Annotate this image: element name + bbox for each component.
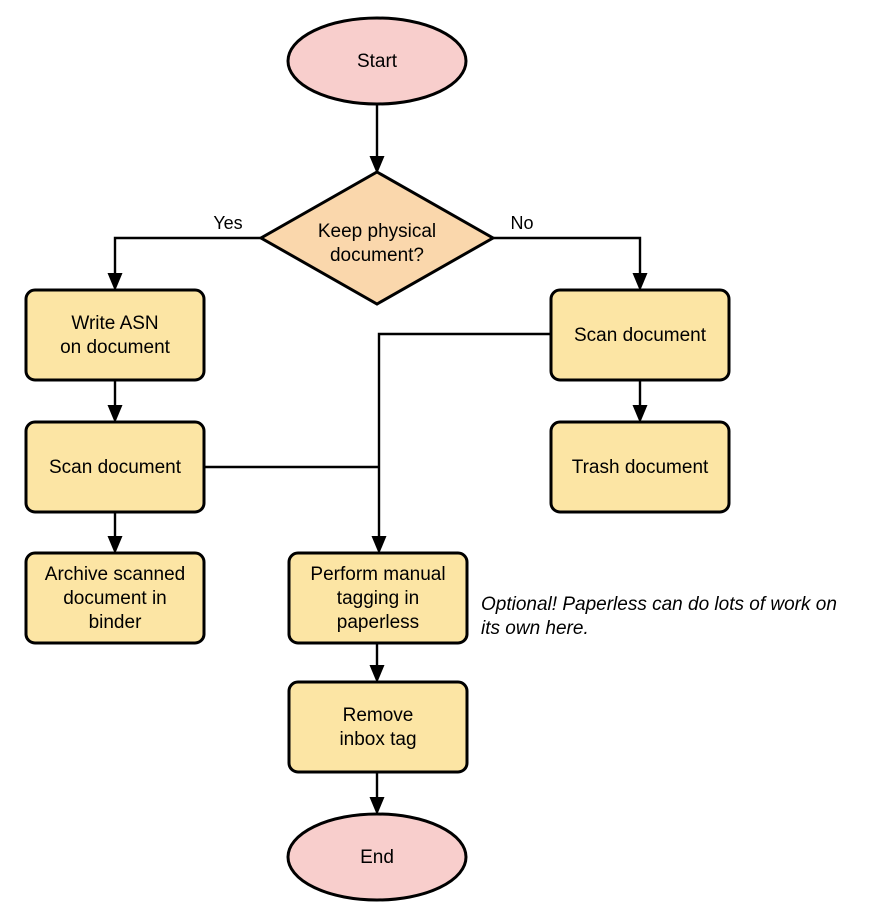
node-archive-binder-label-line3: binder [89,612,142,633]
node-write-asn-label-line1: Write ASN [71,313,158,334]
edge-scan-right-to-trash [632,380,648,423]
node-end[interactable]: End [286,812,468,902]
node-scan-document-left-label: Scan document [49,457,182,478]
node-archive-binder-label-line1: Archive scanned [45,564,185,585]
node-manual-tagging[interactable]: Perform manual tagging in paperless [287,551,469,645]
edge-tagging-to-remove-inbox [369,643,385,683]
node-keep-physical-document[interactable]: Keep physical document? [257,170,497,306]
node-start-shape[interactable] [286,16,468,106]
edge-label-no: No [510,213,533,233]
node-manual-tagging-label-line3: paperless [337,612,419,633]
node-keep-physical-document-label-line1: Keep physical [318,221,436,242]
node-scan-document-right[interactable]: Scan document [549,288,731,382]
node-manual-tagging-label-line2: tagging in [337,588,419,609]
edge-start-to-decision [369,104,385,174]
node-end-label: End [360,847,394,868]
node-archive-binder-label-line2: document in [63,588,167,609]
node-remove-inbox-tag[interactable]: Remove inbox tag [287,680,469,774]
node-trash-document-shape[interactable] [549,420,731,514]
edge-decision-yes-to-write-asn [107,236,261,291]
edge-scan-right-to-tagging [371,332,551,554]
node-manual-tagging-shape[interactable] [287,551,469,645]
node-keep-physical-document-shape[interactable] [257,170,497,306]
node-remove-inbox-tag-label-line2: inbox tag [339,729,416,750]
node-archive-binder[interactable]: Archive scanned document in binder [24,551,206,645]
node-end-shape[interactable] [286,812,468,902]
node-start[interactable]: Start [286,16,468,106]
node-trash-document-label: Trash document [572,457,709,478]
node-write-asn[interactable]: Write ASN on document [24,288,206,382]
node-remove-inbox-tag-shape[interactable] [287,680,469,774]
node-scan-document-left[interactable]: Scan document [24,420,206,514]
annotation-line-1: Optional! Paperless can do lots of work … [481,594,837,615]
node-manual-tagging-label-line1: Perform manual [310,564,445,585]
node-write-asn-label-line2: on document [60,337,171,358]
node-remove-inbox-tag-label-line1: Remove [343,705,414,726]
node-keep-physical-document-label-line2: document? [330,245,424,266]
node-scan-document-left-shape[interactable] [24,420,206,514]
annotation-optional-note: Optional! Paperless can do lots of work … [481,594,837,639]
node-scan-document-right-shape[interactable] [549,288,731,382]
node-write-asn-shape[interactable] [24,288,206,382]
edge-decision-no-to-scan-right [493,236,648,291]
node-scan-document-right-label: Scan document [574,325,707,346]
edge-remove-inbox-to-end [369,772,385,815]
edge-scan-left-to-archive [107,512,123,554]
edge-write-asn-to-scan-left [107,380,123,423]
node-start-label: Start [357,51,398,72]
edge-label-yes: Yes [213,213,242,233]
node-trash-document[interactable]: Trash document [549,420,731,514]
node-archive-binder-shape[interactable] [24,551,206,645]
annotation-line-2: its own here. [481,618,589,639]
